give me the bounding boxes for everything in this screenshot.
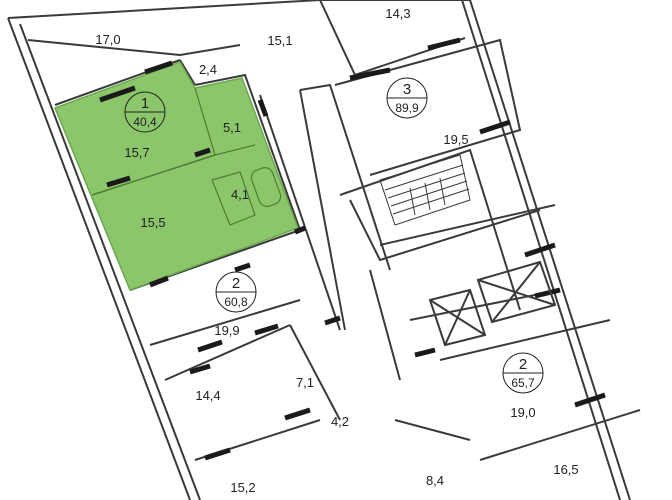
apartment-area: 40,4 [133,115,157,129]
room-area-label: 15,1 [267,33,292,48]
room-area-label: 19,5 [443,132,468,147]
room-area-label: 5,1 [223,120,241,135]
apartment-markers: 1 40,4 2 60,8 3 89,9 2 65,7 [124,77,544,394]
room-area-label: 4,1 [231,187,249,202]
apartment-area: 89,9 [395,101,419,115]
windows [99,37,606,461]
room-area-label: 16,5 [553,462,578,477]
apartment-marker-3[interactable]: 3 89,9 [386,77,428,119]
apartment-area: 60,8 [224,295,248,309]
room-area-label: 17,0 [95,32,120,47]
apartment-marker-4[interactable]: 2 65,7 [502,352,544,394]
room-area-label: 14,4 [195,388,220,403]
apartment-1-highlight[interactable] [54,61,299,291]
apartment-marker-1[interactable]: 1 40,4 [124,91,166,133]
room-area-label: 4,2 [331,414,349,429]
apartment-number: 1 [141,95,149,112]
apartment-number: 2 [232,275,240,292]
room-area-label: 19,0 [510,405,535,420]
room-area-label: 15,7 [124,145,149,160]
room-area-label: 15,5 [140,215,165,230]
apartment-marker-2[interactable]: 2 60,8 [215,271,257,313]
room-area-label: 8,4 [426,473,444,488]
room-area-label: 7,1 [296,375,314,390]
apartment-number: 2 [519,356,527,373]
apartment-area: 65,7 [511,376,535,390]
room-area-label: 14,3 [385,6,410,21]
stairwell [379,154,471,226]
room-area-label: 2,4 [199,62,217,77]
room-area-label: 19,9 [214,323,239,338]
room-labels: 17,0 15,1 14,3 2,4 5,1 15,7 4,1 15,5 19,… [95,6,578,495]
apartment-number: 3 [403,81,411,98]
room-area-label: 15,2 [230,480,255,495]
elevator-shafts [428,260,557,347]
